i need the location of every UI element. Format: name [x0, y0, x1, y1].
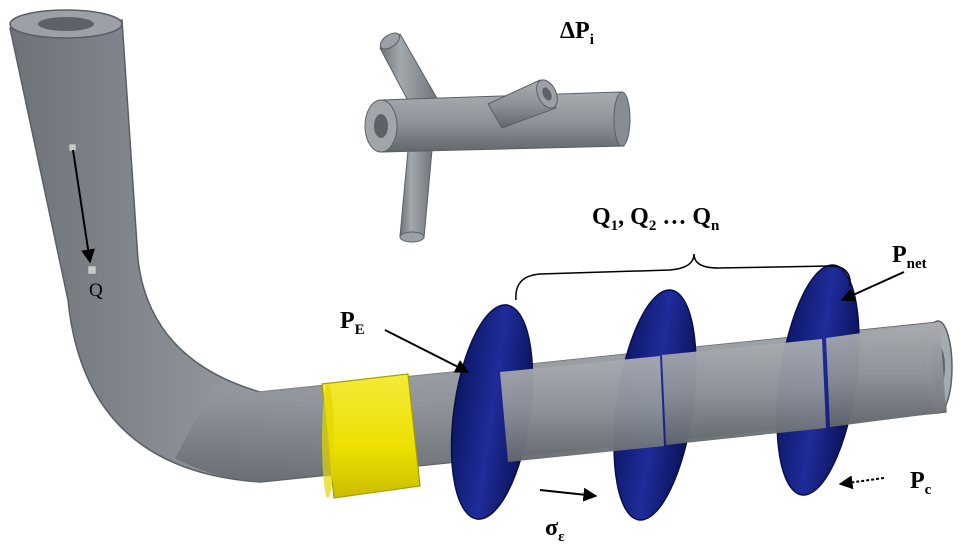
p-c-arrow: [838, 475, 885, 490]
p-net-label: Pnet: [892, 242, 927, 272]
p-e-label: PE: [340, 308, 365, 338]
packer-sleeve: [321, 373, 421, 499]
pipe-junction-model: [364, 32, 631, 243]
flows-brace: [515, 253, 851, 301]
flows-label: Q1, Q2 … Qn: [592, 204, 720, 234]
sigma-label: σε: [545, 515, 565, 545]
delta-p-label: ΔPi: [560, 18, 594, 48]
p-e-arrow: [384, 329, 470, 373]
p-net-arrow: [840, 271, 905, 302]
flow-arrow: [68, 143, 97, 275]
p-c-label: Pc: [910, 468, 932, 498]
flow-q-label: Q: [89, 280, 103, 301]
sigma-arrow: [539, 487, 598, 502]
